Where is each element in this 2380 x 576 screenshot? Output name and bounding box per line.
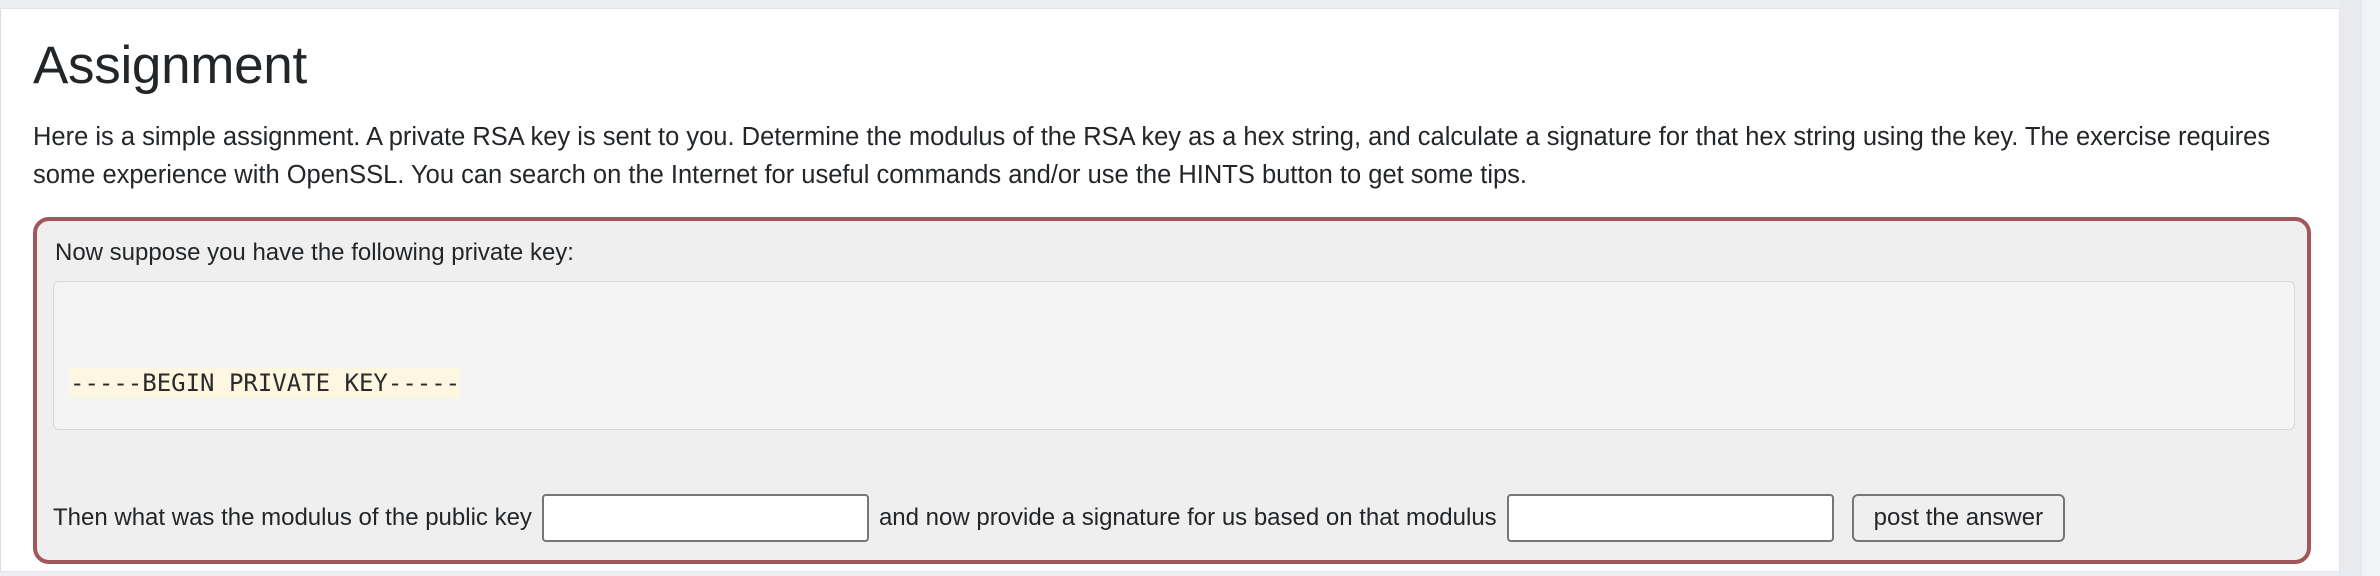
answer-form: Then what was the modulus of the public … (53, 493, 2066, 542)
assignment-card: Assignment Here is a simple assignment. … (0, 8, 2340, 572)
assignment-box: Now suppose you have the following priva… (33, 216, 2311, 564)
private-key-code-block[interactable]: -----BEGIN PRIVATE KEY----- MIIEvAIBADAN… (53, 281, 2295, 431)
page-gutter-outer (2340, 0, 2362, 576)
modulus-input[interactable] (541, 493, 869, 542)
page-title: Assignment (33, 36, 307, 95)
signature-label: and now provide a signature for us based… (878, 503, 1497, 531)
private-key-code-text: -----BEGIN PRIVATE KEY----- MIIEvAIBADAN… (54, 282, 2294, 429)
private-key-prompt: Now suppose you have the following priva… (55, 238, 574, 266)
key-begin-line-text: -----BEGIN PRIVATE KEY----- (70, 368, 461, 399)
key-begin-line: -----BEGIN PRIVATE KEY----- (70, 366, 2294, 400)
signature-input[interactable] (1506, 493, 1834, 542)
intro-paragraph: Here is a simple assignment. A private R… (33, 123, 2271, 189)
post-the-answer-button[interactable]: post the answer (1851, 493, 2066, 542)
page-gutter-inner (2362, 0, 2380, 576)
modulus-label: Then what was the modulus of the public … (53, 503, 532, 531)
